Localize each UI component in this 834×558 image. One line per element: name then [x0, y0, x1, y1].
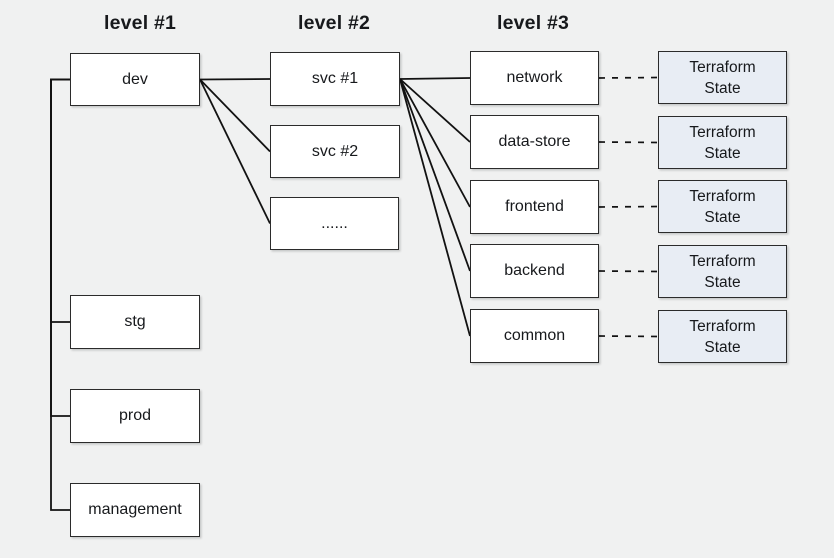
- edge-svc1-backend: [399, 78, 471, 272]
- node-terraform-state-backend: Terraform State: [658, 245, 787, 298]
- node-stg: stg: [70, 295, 200, 349]
- edge-frontend-tf_frontend: [598, 205, 659, 208]
- edge-dev-svc1: [199, 78, 271, 81]
- edge-svc1-frontend: [399, 78, 471, 208]
- node-terraform-state-common: Terraform State: [658, 310, 787, 363]
- node-terraform-state-frontend: Terraform State: [658, 180, 787, 233]
- edge-common-tf_common: [598, 335, 659, 338]
- edge-svc1-network: [399, 77, 471, 80]
- edge-network-tf_network: [598, 76, 659, 79]
- node-dev: dev: [70, 53, 200, 106]
- edge-dev-prod: [50, 78, 70, 417]
- node-svc-2: svc #2: [270, 125, 400, 178]
- level-2-heading: level #2: [297, 12, 371, 34]
- edge-backend-tf_backend: [598, 270, 659, 273]
- edge-dev-svc2: [199, 78, 271, 153]
- edge-data_store-tf_data_store: [598, 141, 659, 144]
- node-network: network: [470, 51, 599, 105]
- node-svc-1: svc #1: [270, 52, 400, 106]
- node-data-store: data-store: [470, 115, 599, 169]
- edge-dev-stg: [50, 78, 70, 323]
- edge-dev-svc_more: [199, 79, 271, 224]
- node-prod: prod: [70, 389, 200, 443]
- node-management: management: [70, 483, 200, 537]
- node-backend: backend: [470, 244, 599, 298]
- node-terraform-state-data-store: Terraform State: [658, 116, 787, 169]
- edge-svc1-common: [399, 78, 471, 337]
- node-svc-more: ......: [270, 197, 399, 250]
- level-1-heading: level #1: [103, 12, 177, 34]
- node-terraform-state-network: Terraform State: [658, 51, 787, 104]
- level-3-heading: level #3: [496, 12, 570, 34]
- edge-svc1-data_store: [399, 78, 471, 143]
- node-frontend: frontend: [470, 180, 599, 234]
- node-common: common: [470, 309, 599, 363]
- edge-dev-management: [50, 78, 70, 511]
